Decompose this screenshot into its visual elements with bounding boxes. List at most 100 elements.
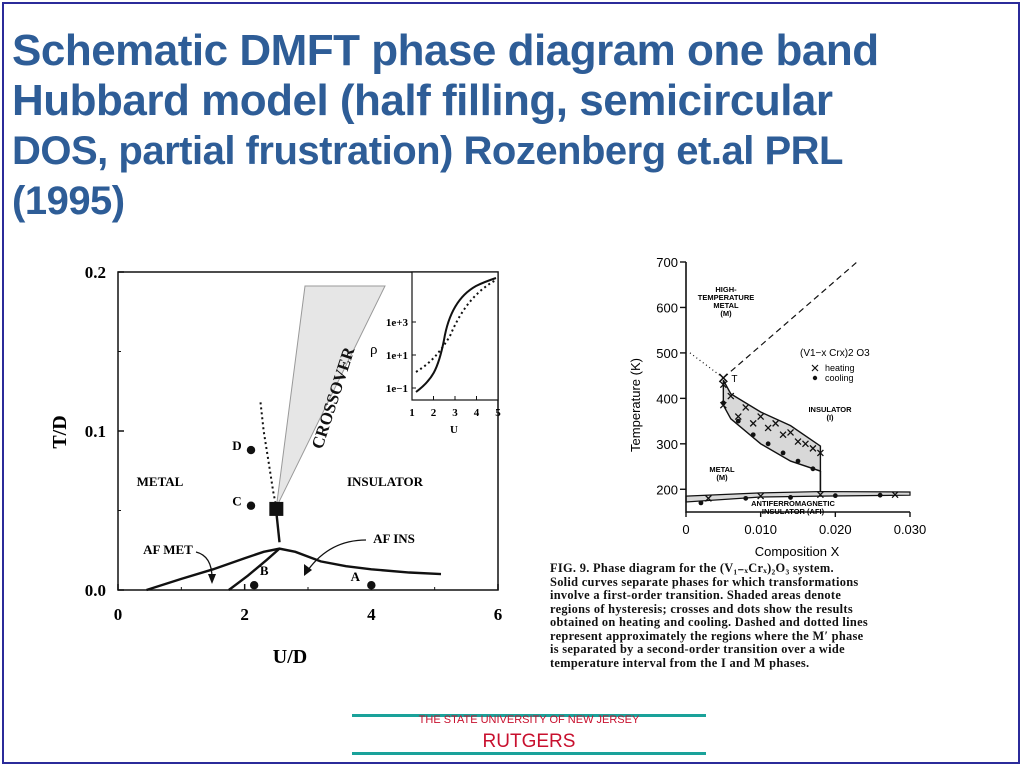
inset-y-tick-label: 1e+1: [386, 350, 408, 362]
dotted-boundary: [689, 352, 724, 379]
cooling-point: [795, 458, 801, 464]
y-tick-label: 600: [656, 300, 678, 315]
cooling-point: [788, 495, 793, 500]
x-axis-label: Composition X: [755, 544, 840, 559]
heating-point: [757, 413, 765, 421]
inset-curve-dotted: [415, 279, 497, 373]
heating-point: [727, 392, 735, 400]
y-tick-label: 400: [656, 391, 678, 406]
cooling-point: [810, 466, 816, 472]
x-tick-label: 4: [367, 605, 376, 624]
region-label-line: INSULATOR: [808, 405, 852, 414]
y-axis-label: T/D: [49, 415, 71, 448]
af-met-arrowhead: [208, 574, 216, 584]
state-point-label: A: [351, 569, 361, 584]
x-tick-label: 0: [114, 605, 123, 624]
x-tick-label: 2: [240, 605, 249, 624]
cooling-point: [750, 432, 756, 438]
heating-point: [749, 419, 757, 427]
state-point-marker: [249, 581, 259, 590]
state-point-marker: [367, 581, 376, 590]
y-tick-label: 200: [656, 482, 678, 497]
heating-point: [742, 403, 750, 411]
heating-point: [891, 491, 899, 499]
heating-point: [816, 449, 824, 457]
caption-line: obtained on heating and cooling. Dashed …: [550, 615, 869, 629]
y-axis-label: Temperature (K): [628, 358, 643, 452]
heating-point: [809, 444, 817, 452]
footer-rule-bottom: [352, 752, 706, 755]
heating-point: [794, 438, 802, 446]
cooling-point: [743, 495, 749, 501]
region-label-line: INSULATOR (AFI): [762, 507, 825, 516]
heating-point: [787, 428, 794, 436]
inset-x-tick-label: 1: [409, 407, 415, 419]
heating-point: [772, 419, 780, 427]
phase-boundary-line: [228, 547, 281, 591]
region-label-line: METAL: [713, 301, 739, 310]
caption-line: involve a first-order transition. Shaded…: [550, 588, 842, 602]
state-point-marker: [246, 445, 256, 455]
inset-frame: [411, 271, 499, 401]
x-tick-label: 0.010: [744, 522, 777, 537]
y-tick-label: 0.0: [85, 581, 106, 600]
region-label: METAL(M): [709, 465, 735, 482]
heating-point: [734, 413, 742, 421]
legend-cooling-label: cooling: [825, 373, 854, 383]
title-line: Hubbard model (half filling, semicircula…: [12, 76, 833, 125]
state-point-label: C: [232, 494, 241, 509]
heating-point: [779, 431, 787, 439]
y-tick-label: 300: [656, 437, 678, 452]
caption-line: is separated by a second-order transitio…: [550, 642, 845, 656]
state-point-label: D: [232, 438, 241, 453]
caption-line: Solid curves separate phases for which t…: [550, 574, 859, 589]
caption-line: represent approximately the regions wher…: [550, 628, 864, 643]
x-tick-label: 0.020: [819, 522, 852, 537]
inset-x-axis-label: U: [450, 424, 458, 436]
af-ins-arrow: [307, 539, 367, 571]
heating-point: [704, 494, 712, 502]
region-label: METAL: [137, 474, 184, 489]
inset-curve-solid: [415, 277, 497, 393]
caption-line: temperature interval from the I and M ph…: [550, 655, 810, 670]
x-tick-label: 0.030: [894, 522, 927, 537]
critical-point-marker: [269, 501, 284, 516]
region-label-line: (I): [826, 413, 834, 422]
inset-x-tick-label: 2: [431, 407, 437, 419]
inset-y-axis-label: ρ: [370, 342, 378, 358]
region-label-line: (M): [716, 473, 728, 482]
footer-university: THE STATE UNIVERSITY OF NEW JERSEY: [418, 714, 640, 726]
region-label: INSULATOR: [347, 474, 424, 489]
footer-rule-top: [352, 714, 706, 717]
region-label-line: TEMPERATURE: [698, 293, 755, 302]
heating-point: [816, 491, 824, 499]
caption-line: regions of hysteresis; crosses and dots …: [550, 601, 853, 616]
phase-boundary-line: [275, 511, 281, 543]
y-tick-label: 0.1: [85, 422, 106, 441]
cooling-point: [765, 441, 771, 447]
af-ins-arrowhead: [304, 564, 312, 576]
heating-point: [719, 381, 727, 389]
phase-boundary-line: [146, 547, 442, 592]
y-tick-label: 0.2: [85, 263, 106, 282]
title-line: Schematic DMFT phase diagram one band: [12, 26, 879, 75]
inset-y-tick-label: 1e−1: [386, 383, 408, 395]
cooling-point: [780, 450, 786, 456]
inset-x-tick-label: 5: [495, 407, 501, 419]
crossover-region: [275, 285, 386, 508]
figure-caption: FIG. 9. Phase diagram for the (V₁₋ₓCrₓ)₂…: [550, 561, 1000, 670]
region-label-line: (M): [720, 309, 732, 318]
legend-cooling-marker: [812, 375, 818, 381]
dashed-boundary: [722, 261, 858, 379]
slide-title: Schematic DMFT phase diagram one band Hu…: [12, 26, 1002, 226]
y-tick-label: 500: [656, 346, 678, 361]
cooling-point: [720, 400, 726, 406]
region-label: AF INS: [373, 531, 415, 546]
hysteresis-region: [722, 379, 822, 473]
legend-heating-label: heating: [825, 363, 855, 373]
heating-point: [757, 492, 765, 500]
caption-line: FIG. 9. Phase diagram for the (V₁₋ₓCrₓ)₂…: [550, 561, 834, 575]
